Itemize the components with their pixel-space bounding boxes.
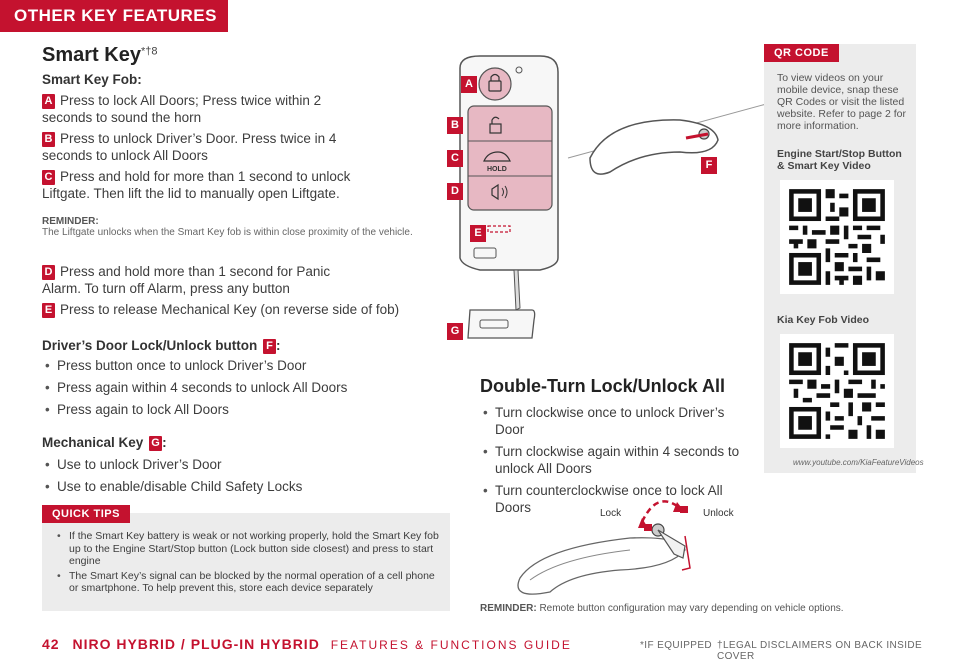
quick-tips-tag: QUICK TIPS: [42, 505, 130, 523]
reminder-label: REMINDER:: [480, 603, 537, 614]
list-item: Use to enable/disable Child Safety Locks: [42, 478, 402, 495]
qr-code-icon: [789, 343, 885, 439]
badge-c: C: [42, 170, 55, 185]
door-heading-text: Driver’s Door Lock/Unlock button: [42, 338, 258, 353]
list-item: Turn clockwise once to unlock Driver’s D…: [480, 404, 750, 438]
list-item: If the Smart Key battery is weak or not …: [54, 530, 439, 568]
qr-video1-title: Engine Start/Stop Button & Smart Key Vid…: [777, 148, 902, 172]
liftgate-reminder: REMINDER: The Liftgate unlocks when the …: [42, 216, 422, 239]
qr-code-tag: QR CODE: [764, 44, 839, 62]
badge-e: E: [42, 303, 55, 318]
qr-video2-title: Kia Key Fob Video: [777, 314, 869, 326]
list-item: Turn clockwise again within 4 seconds to…: [480, 443, 750, 477]
mech-heading-text: Mechanical Key: [42, 435, 144, 450]
list-item: Press again within 4 seconds to unlock A…: [42, 379, 402, 396]
qr-website-url[interactable]: www.youtube.com/KiaFeatureVideos: [793, 458, 924, 467]
qr-code-engine-start[interactable]: [780, 180, 894, 294]
double-turn-title: Double-Turn Lock/Unlock All: [480, 376, 726, 396]
quick-tips-list: If the Smart Key battery is weak or not …: [54, 530, 439, 600]
fob-label-b: B: [447, 117, 463, 134]
fob-label-d: D: [447, 183, 463, 200]
smart-key-fob-illustration: [459, 55, 770, 339]
mechanical-key-heading: Mechanical Key G:: [42, 435, 167, 451]
list-item: Use to unlock Driver’s Door: [42, 456, 402, 473]
button-config-reminder: REMINDER: Remote button configuration ma…: [480, 603, 844, 614]
list-item: Turn counterclockwise once to lock All D…: [480, 482, 750, 516]
reminder-label: REMINDER:: [42, 216, 99, 227]
double-turn-list: Turn clockwise once to unlock Driver’s D…: [480, 404, 750, 521]
hold-label: HOLD: [487, 166, 507, 173]
smart-key-title-text: Smart Key: [42, 44, 141, 66]
footer-page-info: 42 NIRO HYBRID / PLUG-IN HYBRID FEATURES…: [42, 636, 572, 652]
smart-key-fob-heading: Smart Key Fob:: [42, 72, 142, 87]
list-item: Press button once to unlock Driver’s Doo…: [42, 357, 402, 374]
fob-item-b-text: Press to unlock Driver’s Door. Press twi…: [42, 131, 337, 163]
fob-item-e: E Press to release Mechanical Key (on rev…: [42, 301, 402, 318]
fob-label-g: G: [447, 323, 463, 340]
fob-item-e-text: Press to release Mechanical Key (on reve…: [60, 302, 400, 317]
fob-item-a-text: Press to lock All Doors; Press twice wit…: [42, 93, 322, 125]
list-item: Press again to lock All Doors: [42, 401, 402, 418]
lock-direction-label: Lock: [600, 508, 622, 519]
badge-f: F: [263, 339, 277, 354]
fob-label-c: C: [447, 150, 463, 167]
fob-item-d-text: Press and hold more than 1 second for Pa…: [42, 264, 331, 296]
section-header-tab: OTHER KEY FEATURES: [0, 0, 228, 32]
badge-g: G: [149, 436, 163, 451]
fob-label-e: E: [470, 225, 486, 242]
footer-model: NIRO HYBRID / PLUG-IN HYBRID: [72, 636, 320, 652]
door-button-list: Press button once to unlock Driver’s Doo…: [42, 357, 402, 423]
badge-b: B: [42, 132, 55, 147]
fob-label-a: A: [461, 76, 477, 93]
reminder-text: The Liftgate unlocks when the Smart Key …: [42, 227, 413, 238]
unlock-direction-label: Unlock: [703, 508, 734, 519]
qr-code-icon: [789, 189, 885, 285]
lock-unlock-illustration: [517, 500, 691, 595]
smart-key-title-sup: *†8: [140, 45, 158, 58]
smart-key-title: Smart Key*†8: [42, 44, 157, 67]
reminder-text: Remote button configuration may vary dep…: [539, 603, 844, 614]
page-number: 42: [42, 636, 60, 652]
badge-d: D: [42, 265, 55, 280]
footer-legal: †LEGAL DISCLAIMERS ON BACK INSIDE COVER: [717, 640, 923, 662]
fob-item-c-text: Press and hold for more than 1 second to…: [42, 169, 351, 201]
list-item: The Smart Key’s signal can be blocked by…: [54, 570, 439, 595]
footer-guide: FEATURES & FUNCTIONS GUIDE: [330, 638, 572, 652]
mechanical-key-list: Use to unlock Driver’s Door Use to enabl…: [42, 456, 402, 500]
door-button-heading: Driver’s Door Lock/Unlock button F:: [42, 338, 281, 354]
qr-intro-text: To view videos on your mobile device, sn…: [777, 72, 906, 132]
fob-label-f: F: [701, 157, 717, 174]
footer-if-equipped: *IF EQUIPPED: [640, 640, 713, 651]
qr-code-key-fob[interactable]: [780, 334, 894, 448]
badge-a: A: [42, 94, 55, 109]
